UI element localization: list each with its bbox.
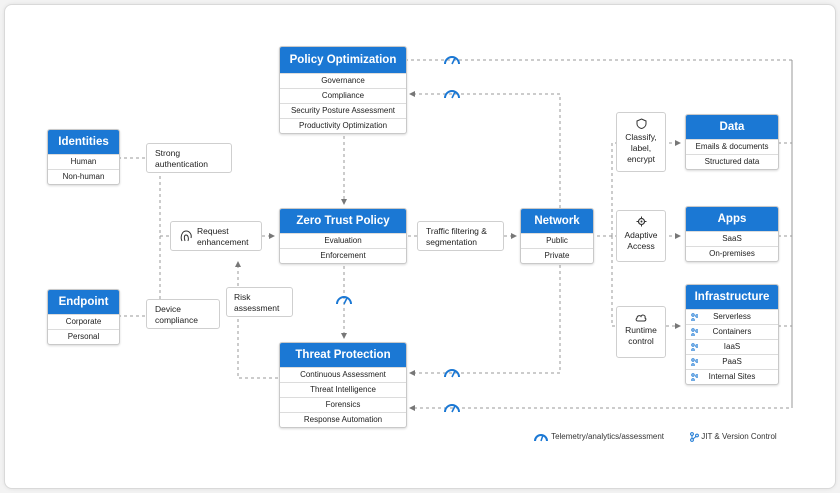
label-line: Device — [155, 304, 181, 314]
node-item: SaaS — [686, 231, 778, 246]
branch-icon — [691, 328, 698, 336]
item-label: PaaS — [722, 357, 742, 366]
item-label: Serverless — [713, 312, 751, 321]
node-item: Structured data — [686, 154, 778, 169]
label-line: authentication — [155, 159, 208, 169]
node-item: Human — [48, 154, 119, 169]
node-item: On-premises — [686, 246, 778, 261]
node-item: Internal Sites — [686, 369, 778, 384]
risk-assessment-label: Risk assessment — [226, 287, 293, 317]
item-label: Containers — [712, 327, 752, 336]
node-title: Policy Optimization — [280, 47, 406, 73]
legend-label: Telemetry/analytics/assessment — [551, 432, 665, 442]
telemetry-icon — [444, 369, 460, 378]
label-line: enhancement — [197, 237, 249, 247]
item-label: IaaS — [723, 342, 741, 351]
endpoint-node: Endpoint Corporate Personal — [47, 289, 120, 345]
gear-icon — [636, 216, 646, 227]
label-line: Traffic filtering & — [426, 226, 487, 236]
telemetry-icon — [444, 90, 460, 99]
label-line: encrypt — [627, 154, 655, 164]
legend-telemetry: Telemetry/analytics/assessment — [533, 432, 664, 442]
node-item: Evaluation — [280, 233, 406, 248]
node-item: Personal — [48, 329, 119, 344]
label-line: Strong — [155, 148, 181, 158]
node-title: Endpoint — [48, 290, 119, 314]
label-line: control — [628, 336, 654, 346]
strong-authentication-label: Strong authentication — [146, 143, 232, 173]
infrastructure-node: Infrastructure Serverless Containers Iaa… — [685, 284, 779, 385]
zero-trust-policy-node: Zero Trust Policy Evaluation Enforcement — [279, 208, 407, 264]
node-item: Continuous Assessment — [280, 367, 406, 382]
label-line: assessment — [234, 303, 280, 313]
network-node: Network Public Private — [520, 208, 594, 264]
node-item: Threat Intelligence — [280, 382, 406, 397]
cloud-icon — [635, 314, 647, 322]
item-label: Internal Sites — [708, 372, 756, 381]
branch-icon — [691, 358, 698, 366]
node-item: Compliance — [280, 88, 406, 103]
label-line: Access — [627, 241, 655, 251]
runtime-control-label: Runtime control — [616, 306, 666, 358]
label-line: label, — [630, 143, 652, 153]
traffic-filtering-label: Traffic filtering & segmentation — [417, 221, 504, 251]
label-line: segmentation — [426, 237, 478, 247]
label-line: Request — [197, 226, 229, 236]
node-item: Response Automation — [280, 412, 406, 427]
node-title: Zero Trust Policy — [280, 209, 406, 233]
node-item: Enforcement — [280, 248, 406, 263]
shield-icon — [636, 118, 646, 130]
threat-protection-node: Threat Protection Continuous Assessment … — [279, 342, 407, 428]
telemetry-icon — [444, 56, 460, 65]
legend-label: JIT & Version Control — [701, 432, 777, 442]
node-title: Apps — [686, 207, 778, 231]
apps-node: Apps SaaS On-premises — [685, 206, 779, 262]
node-title: Network — [521, 209, 593, 233]
adaptive-access-label: Adaptive Access — [616, 210, 666, 262]
node-item: Containers — [686, 324, 778, 339]
node-item: Corporate — [48, 314, 119, 329]
node-title: Infrastructure — [686, 285, 778, 309]
node-item: Public — [521, 233, 593, 248]
telemetry-icon — [534, 434, 548, 442]
node-item: Security Posture Assessment — [280, 103, 406, 118]
label-line: Runtime — [625, 325, 657, 335]
node-item: Emails & documents — [686, 139, 778, 154]
request-enhancement-label: Request enhancement — [170, 221, 262, 251]
telemetry-icon — [444, 404, 460, 413]
label-line: Classify, — [625, 132, 657, 142]
branch-icon — [691, 313, 698, 321]
label-line: Risk — [234, 292, 251, 302]
node-item: Productivity Optimization — [280, 118, 406, 133]
node-item: Forensics — [280, 397, 406, 412]
label-line: compliance — [155, 315, 198, 325]
node-item: Governance — [280, 73, 406, 88]
node-title: Threat Protection — [280, 343, 406, 367]
node-item: PaaS — [686, 354, 778, 369]
fingerprint-icon — [180, 230, 192, 242]
classify-label-encrypt-label: Classify, label, encrypt — [616, 112, 666, 172]
telemetry-icon — [336, 296, 352, 305]
node-title: Identities — [48, 130, 119, 154]
node-item: IaaS — [686, 339, 778, 354]
node-title: Data — [686, 115, 778, 139]
legend-jit: JIT & Version Control — [690, 432, 777, 442]
node-item: Non-human — [48, 169, 119, 184]
node-item: Private — [521, 248, 593, 263]
policy-optimization-node: Policy Optimization Governance Complianc… — [279, 46, 407, 134]
branch-icon — [690, 432, 699, 442]
branch-icon — [691, 343, 698, 351]
label-line: Adaptive — [624, 230, 658, 240]
identities-node: Identities Human Non-human — [47, 129, 120, 185]
node-item: Serverless — [686, 309, 778, 324]
device-compliance-label: Device compliance — [146, 299, 220, 329]
branch-icon — [691, 373, 698, 381]
data-node: Data Emails & documents Structured data — [685, 114, 779, 170]
